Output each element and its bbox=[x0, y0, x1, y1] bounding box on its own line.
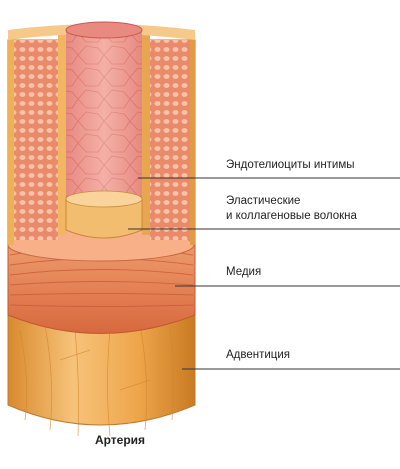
lumen-top-opening bbox=[65, 21, 143, 39]
endothelial-cells bbox=[66, 30, 142, 202]
adventitia-fibers bbox=[19, 324, 174, 437]
wall-right-inner-edge bbox=[142, 30, 150, 235]
wall-right-edge bbox=[190, 30, 195, 245]
label-fibers-line2: и коллагеновые волокна bbox=[226, 210, 357, 222]
leader-lines bbox=[128, 177, 400, 370]
label-adventitia: Адвентиция bbox=[226, 349, 291, 361]
diagram-caption: Артерия bbox=[94, 433, 146, 447]
label-endothelium: Эндотелиоциты интимы bbox=[226, 159, 355, 171]
fiber-band-top bbox=[65, 190, 143, 208]
wall-right-dots bbox=[150, 40, 190, 240]
wall-left-dots bbox=[14, 40, 58, 240]
wall-left-edge bbox=[8, 30, 14, 245]
label-fibers-line1: Эластические bbox=[226, 195, 301, 207]
label-media: Медия bbox=[226, 266, 262, 278]
wall-left-inner-edge bbox=[58, 30, 66, 235]
